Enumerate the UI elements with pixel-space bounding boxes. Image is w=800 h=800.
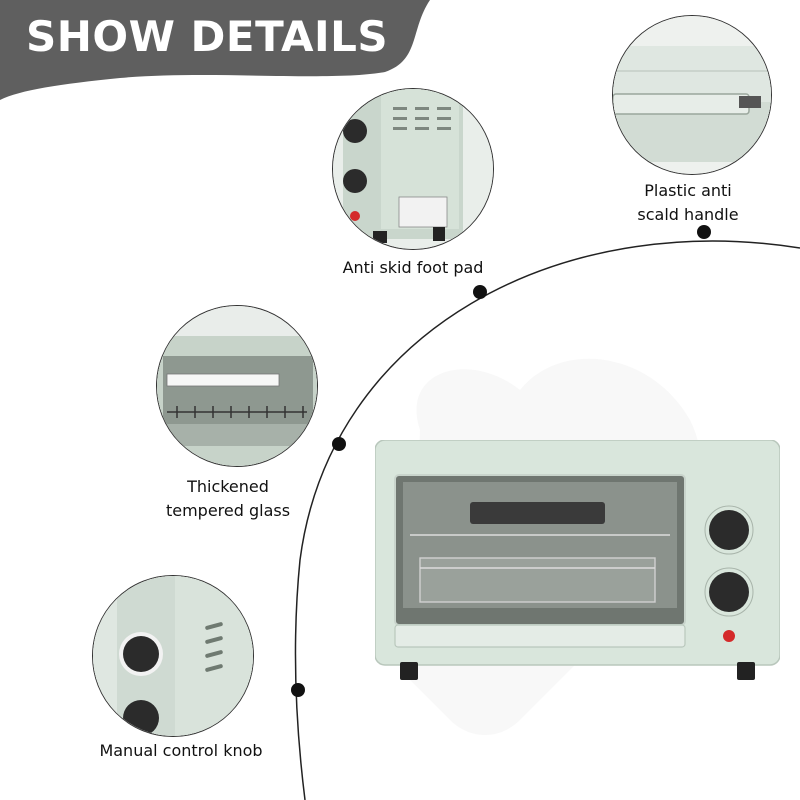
- arc-dot-handle: [697, 225, 711, 239]
- foot-pad-callout: [332, 88, 494, 250]
- banner-shape: [0, 0, 430, 100]
- page-title: SHOW DETAILS: [26, 12, 389, 61]
- toaster-oven-image: [375, 440, 780, 680]
- handle-callout: [612, 15, 772, 175]
- glass-caption-line1: Thickened: [187, 477, 269, 496]
- glass-caption-line2: tempered glass: [165, 501, 291, 520]
- header-banner: SHOW DETAILS: [0, 0, 800, 100]
- oven-side-image: [333, 89, 493, 249]
- foot-pad-caption: Anti skid foot pad: [342, 258, 484, 277]
- knob-caption: Manual control knob: [99, 741, 263, 760]
- glass-callout: [156, 305, 318, 467]
- handle-caption-line1: Plastic anti: [644, 181, 732, 200]
- glass-door-image: [157, 306, 317, 466]
- arc-dot-glass: [332, 437, 346, 451]
- knob-callout: [92, 575, 254, 737]
- handle-image: [613, 16, 771, 174]
- control-knob-image: [93, 576, 253, 736]
- arc-dot-foot-pad: [473, 285, 487, 299]
- handle-caption-line2: scald handle: [637, 205, 739, 224]
- arc-dot-knob: [291, 683, 305, 697]
